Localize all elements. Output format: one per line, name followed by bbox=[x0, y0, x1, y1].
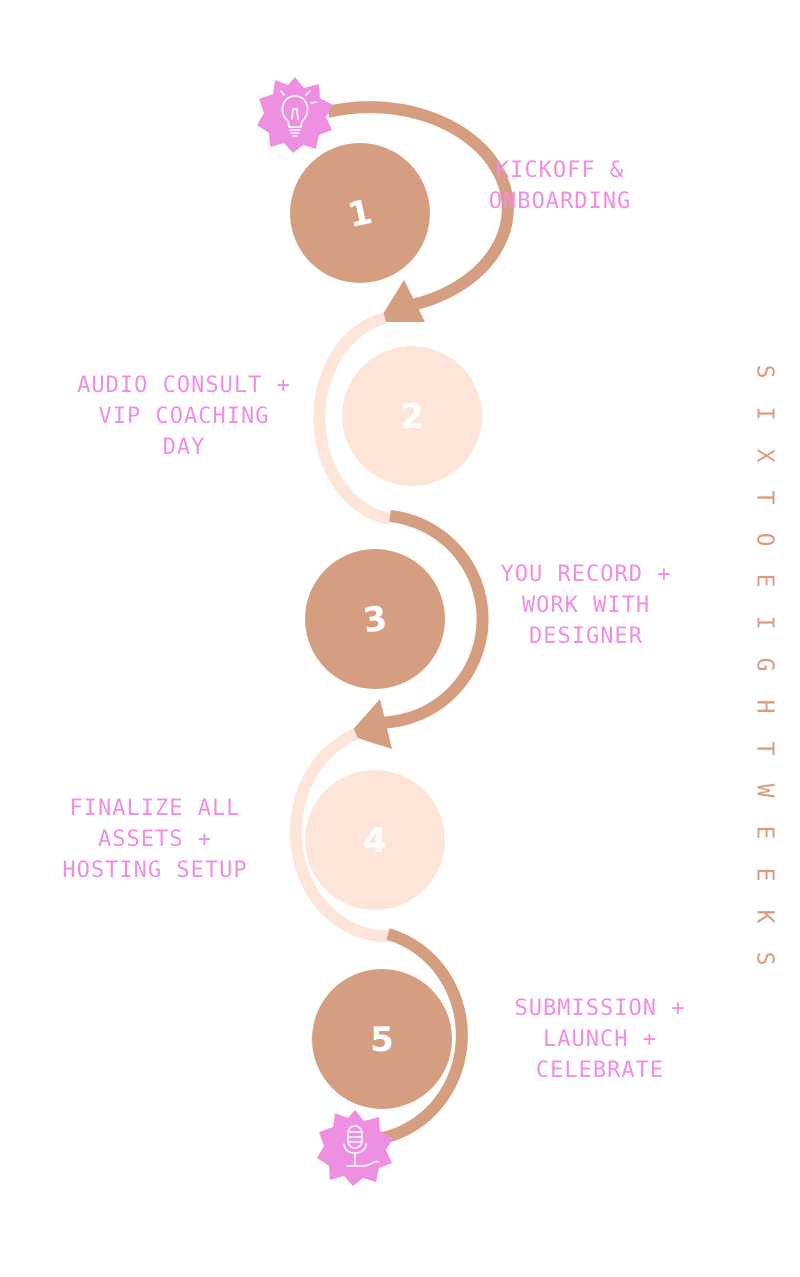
duration-letter: W bbox=[751, 783, 778, 798]
step-label-5: SUBMISSION + LAUNCH + CELEBRATE bbox=[515, 996, 686, 1083]
microphone-badge bbox=[317, 1110, 393, 1186]
step-circle-4 bbox=[305, 770, 445, 910]
duration-letter: O bbox=[751, 532, 778, 547]
duration-word: S I X bbox=[751, 360, 777, 467]
step-number-5: 5 bbox=[370, 1020, 394, 1060]
step-circle-2 bbox=[342, 346, 482, 486]
step-4-line-3: HOSTING SETUP bbox=[62, 858, 247, 883]
step-5-line-3: CELEBRATE bbox=[536, 1058, 664, 1083]
duration-letter: E bbox=[751, 867, 778, 882]
step-2-line-3: DAY bbox=[163, 435, 206, 460]
badge-shape bbox=[257, 77, 333, 153]
step-number-2: 2 bbox=[400, 397, 424, 437]
connector-arc-5 bbox=[369, 928, 468, 1146]
duration-letter: K bbox=[751, 909, 778, 924]
duration-letter: I bbox=[751, 406, 778, 421]
step-circle-5 bbox=[312, 969, 452, 1109]
duration-letter: X bbox=[751, 448, 778, 463]
duration-letter: S bbox=[751, 364, 778, 379]
duration-letter: I bbox=[751, 615, 778, 630]
duration-letter: E bbox=[751, 573, 778, 588]
arrowhead-3 bbox=[348, 699, 392, 749]
duration-letter: T bbox=[751, 741, 778, 756]
step-label-4: FINALIZE ALL ASSETS + HOSTING SETUP bbox=[62, 796, 247, 883]
step-label-3: YOU RECORD + WORK WITH DESIGNER bbox=[501, 562, 672, 649]
arrowhead-1 bbox=[378, 280, 425, 322]
duration-letter: G bbox=[751, 657, 778, 672]
step-label-1: KICKOFF & ONBOARDING bbox=[489, 158, 631, 214]
step-2-line-1: AUDIO CONSULT + bbox=[77, 373, 291, 398]
connector-arc-1 bbox=[326, 101, 514, 311]
lightbulb-icon bbox=[280, 90, 317, 137]
step-3-line-1: YOU RECORD + bbox=[501, 562, 672, 587]
microphone-icon bbox=[343, 1125, 380, 1167]
duration-letter: H bbox=[751, 699, 778, 714]
step-circle-1 bbox=[290, 143, 430, 283]
step-4-line-2: ASSETS + bbox=[98, 827, 212, 852]
duration-letter: E bbox=[751, 825, 778, 840]
duration-word: W E E K S bbox=[751, 779, 777, 970]
duration-letter: S bbox=[751, 951, 778, 966]
connector-arc-2 bbox=[313, 312, 392, 525]
step-3-line-3: DESIGNER bbox=[529, 624, 643, 649]
connector-arc-4 bbox=[289, 728, 391, 943]
step-5-line-1: SUBMISSION + bbox=[515, 996, 686, 1021]
step-3-line-2: WORK WITH bbox=[522, 593, 650, 618]
lightbulb-badge bbox=[257, 77, 333, 153]
duration-word: E I G H T bbox=[751, 569, 777, 760]
step-4-line-1: FINALIZE ALL bbox=[70, 796, 241, 821]
step-number-3: 3 bbox=[361, 599, 390, 642]
connector-arc-3 bbox=[367, 510, 489, 729]
step-label-2: AUDIO CONSULT + VIP COACHING DAY bbox=[77, 373, 291, 460]
step-1-line-2: ONBOARDING bbox=[489, 189, 631, 214]
step-number-4: 4 bbox=[363, 821, 387, 861]
step-circle-3 bbox=[305, 549, 445, 689]
duration-letter: T bbox=[751, 490, 778, 505]
step-2-line-2: VIP COACHING bbox=[99, 404, 270, 429]
step-5-line-2: LAUNCH + bbox=[543, 1027, 657, 1052]
step-1-line-1: KICKOFF & bbox=[496, 158, 624, 183]
